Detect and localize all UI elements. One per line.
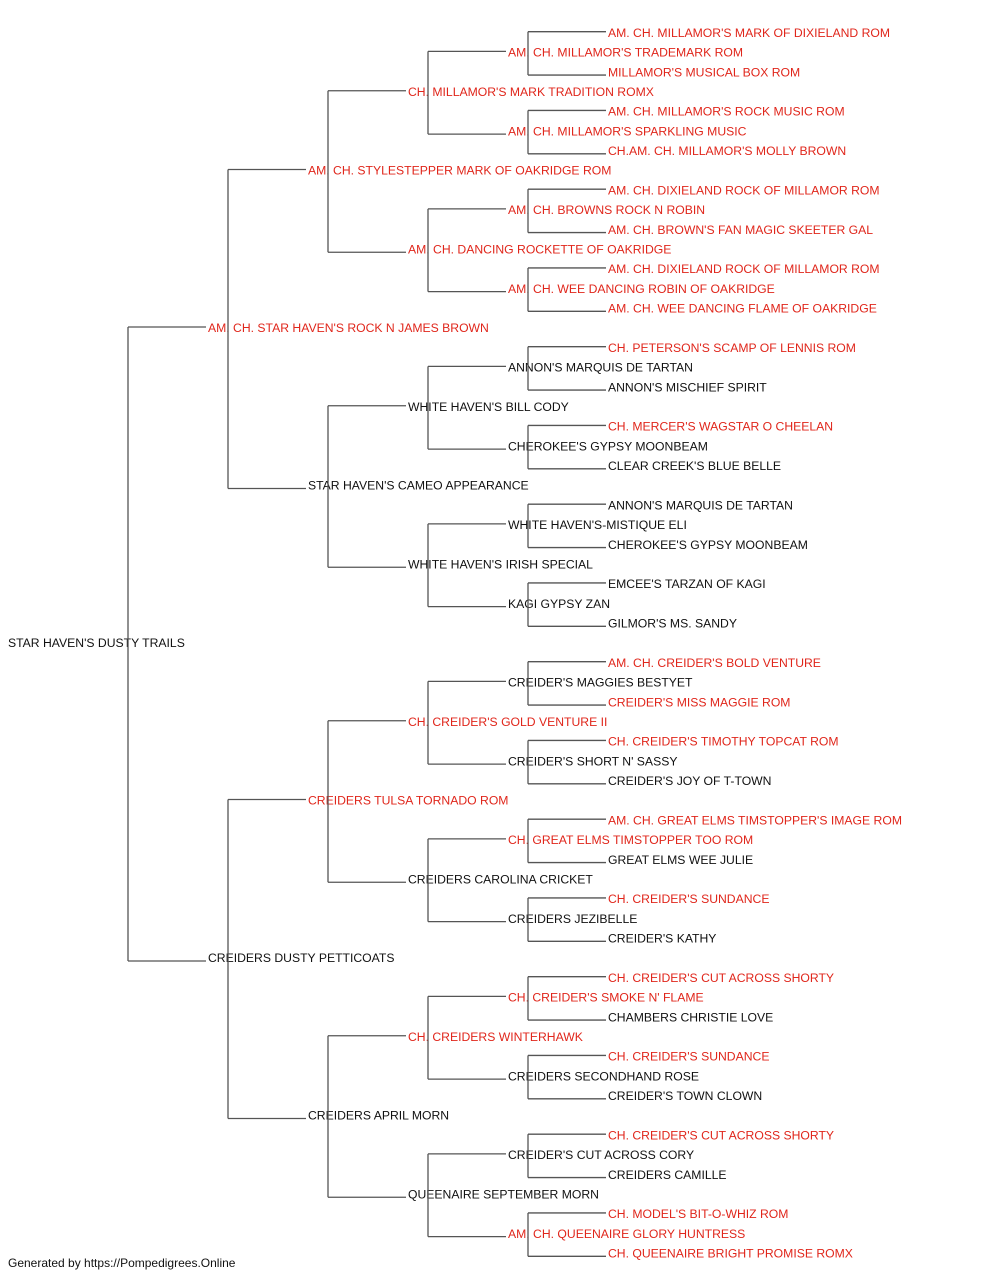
dog-name: CH. CREIDER'S GOLD VENTURE II bbox=[408, 715, 607, 729]
dog-name: WHITE HAVEN'S-MISTIQUE ELI bbox=[508, 518, 687, 532]
dog-name: KAGI GYPSY ZAN bbox=[508, 597, 610, 611]
dog-name: CH. CREIDER'S CUT ACROSS SHORTY bbox=[608, 971, 834, 985]
dog-name: STAR HAVEN'S CAMEO APPEARANCE bbox=[308, 479, 529, 493]
dog-name: CREIDERS DUSTY PETTICOATS bbox=[208, 951, 394, 965]
dog-name: AM. CH. CREIDER'S BOLD VENTURE bbox=[608, 656, 821, 670]
dog-name: CREIDERS TULSA TORNADO ROM bbox=[308, 794, 508, 808]
dog-name: CH. PETERSON'S SCAMP OF LENNIS ROM bbox=[608, 341, 856, 355]
dog-name: AM. CH. BROWNS ROCK N ROBIN bbox=[508, 203, 705, 217]
footer-credit: Generated by https://Pompedigrees.Online bbox=[8, 1256, 236, 1270]
dog-name: CREIDERS CAMILLE bbox=[608, 1168, 727, 1182]
dog-name: CREIDER'S SHORT N' SASSY bbox=[508, 754, 677, 768]
dog-name: AM. CH. STYLESTEPPER MARK OF OAKRIDGE RO… bbox=[308, 164, 611, 178]
dog-name: AM. CH. DANCING ROCKETTE OF OAKRIDGE bbox=[408, 242, 671, 256]
dog-name: CH.AM. CH. MILLAMOR'S MOLLY BROWN bbox=[608, 144, 846, 158]
dog-name: CREIDERS CAROLINA CRICKET bbox=[408, 872, 593, 886]
dog-name: GILMOR'S MS. SANDY bbox=[608, 617, 737, 631]
dog-name: CREIDER'S KATHY bbox=[608, 932, 716, 946]
dog-name: AM. CH. MILLAMOR'S MARK OF DIXIELAND ROM bbox=[608, 26, 890, 40]
dog-name: AM. CH. STAR HAVEN'S ROCK N JAMES BROWN bbox=[208, 321, 489, 335]
dog-name: CREIDERS JEZIBELLE bbox=[508, 912, 637, 926]
dog-name: CHEROKEE'S GYPSY MOONBEAM bbox=[608, 538, 808, 552]
dog-name: CREIDERS SECONDHAND ROSE bbox=[508, 1069, 699, 1083]
dog-name: ANNON'S MISCHIEF SPIRIT bbox=[608, 380, 767, 394]
dog-name: CH. CREIDER'S SUNDANCE bbox=[608, 892, 769, 906]
dog-name: AM. CH. WEE DANCING ROBIN OF OAKRIDGE bbox=[508, 282, 775, 296]
dog-name: AM. CH. MILLAMOR'S ROCK MUSIC ROM bbox=[608, 105, 845, 119]
dog-name: CH. QUEENAIRE BRIGHT PROMISE ROMX bbox=[608, 1247, 853, 1261]
dog-name: ANNON'S MARQUIS DE TARTAN bbox=[508, 361, 693, 375]
dog-name: AM. CH. DIXIELAND ROCK OF MILLAMOR ROM bbox=[608, 183, 880, 197]
dog-name: AM. CH. BROWN'S FAN MAGIC SKEETER GAL bbox=[608, 223, 873, 237]
dog-name: CH. CREIDER'S TIMOTHY TOPCAT ROM bbox=[608, 735, 839, 749]
dog-name: WHITE HAVEN'S IRISH SPECIAL bbox=[408, 557, 593, 571]
dog-name: STAR HAVEN'S DUSTY TRAILS bbox=[8, 636, 185, 650]
dog-name: CH. CREIDER'S SUNDANCE bbox=[608, 1050, 769, 1064]
dog-name: AM. CH. QUEENAIRE GLORY HUNTRESS bbox=[508, 1227, 745, 1241]
dog-name: ANNON'S MARQUIS DE TARTAN bbox=[608, 498, 793, 512]
dog-name: MILLAMOR'S MUSICAL BOX ROM bbox=[608, 65, 800, 79]
dog-name: AM. CH. MILLAMOR'S SPARKLING MUSIC bbox=[508, 124, 747, 138]
dog-name: CH. CREIDER'S CUT ACROSS SHORTY bbox=[608, 1128, 834, 1142]
dog-name: AM. CH. MILLAMOR'S TRADEMARK ROM bbox=[508, 46, 743, 60]
dog-name: CH. MODEL'S BIT-O-WHIZ ROM bbox=[608, 1207, 788, 1221]
dog-name: CH. CREIDER'S SMOKE N' FLAME bbox=[508, 991, 704, 1005]
dog-name: CH. GREAT ELMS TIMSTOPPER TOO ROM bbox=[508, 833, 753, 847]
dog-name: CREIDER'S MISS MAGGIE ROM bbox=[608, 695, 790, 709]
dog-name: CH. MILLAMOR'S MARK TRADITION ROMX bbox=[408, 85, 654, 99]
dog-name: CH. CREIDERS WINTERHAWK bbox=[408, 1030, 583, 1044]
dog-name: CHAMBERS CHRISTIE LOVE bbox=[608, 1010, 773, 1024]
dog-name: CREIDER'S JOY OF T-TOWN bbox=[608, 774, 772, 788]
dog-name: CREIDERS APRIL MORN bbox=[308, 1109, 449, 1123]
dog-name: GREAT ELMS WEE JULIE bbox=[608, 853, 753, 867]
dog-name: WHITE HAVEN'S BILL CODY bbox=[408, 400, 569, 414]
dog-name: CREIDER'S MAGGIES BESTYET bbox=[508, 676, 693, 690]
dog-name: AM. CH. GREAT ELMS TIMSTOPPER'S IMAGE RO… bbox=[608, 813, 902, 827]
dog-name: CREIDER'S CUT ACROSS CORY bbox=[508, 1148, 694, 1162]
dog-name: QUEENAIRE SEPTEMBER MORN bbox=[408, 1187, 599, 1201]
dog-name: AM. CH. WEE DANCING FLAME OF OAKRIDGE bbox=[608, 302, 877, 316]
dog-name: AM. CH. DIXIELAND ROCK OF MILLAMOR ROM bbox=[608, 262, 880, 276]
dog-name: CH. MERCER'S WAGSTAR O CHEELAN bbox=[608, 420, 833, 434]
dog-name: EMCEE'S TARZAN OF KAGI bbox=[608, 577, 766, 591]
dog-name: CLEAR CREEK'S BLUE BELLE bbox=[608, 459, 781, 473]
dog-name: CHEROKEE'S GYPSY MOONBEAM bbox=[508, 439, 708, 453]
dog-name: CREIDER'S TOWN CLOWN bbox=[608, 1089, 762, 1103]
